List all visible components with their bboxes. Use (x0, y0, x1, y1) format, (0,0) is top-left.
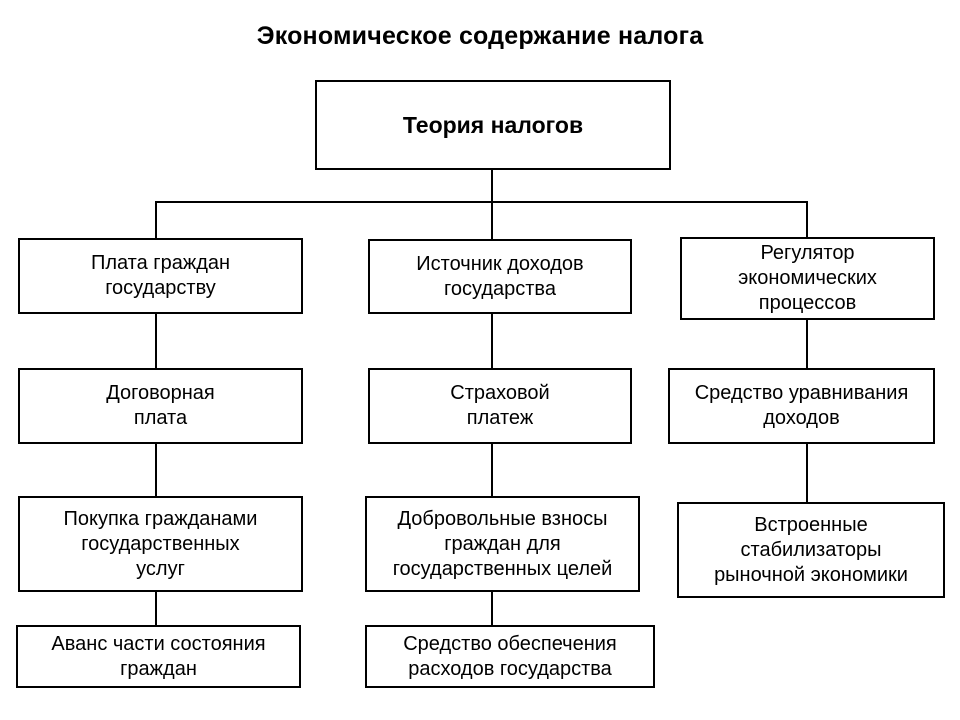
connector-left-1-to-2 (155, 314, 157, 368)
node-label: Источник доходов государства (416, 252, 584, 300)
node-middle-1[interactable]: Источник доходов государства (368, 239, 632, 314)
node-left-4[interactable]: Аванс части состояния граждан (16, 625, 301, 688)
connector-left-3-to-4 (155, 592, 157, 625)
node-left-1[interactable]: Плата граждан государству (18, 238, 303, 314)
node-label: Страховой платеж (450, 382, 550, 429)
node-right-1[interactable]: Регулятор экономических процессов (680, 237, 935, 320)
node-label: Регулятор экономических процессов (738, 242, 877, 314)
node-label: Покупка гражданами государственных услуг (63, 507, 258, 580)
node-label: Теория налогов (402, 111, 584, 138)
node-left-2[interactable]: Договорная плата (18, 368, 303, 444)
connector-root-stem (491, 170, 493, 203)
node-right-3[interactable]: Встроенные стабилизаторы рыночной эконом… (677, 502, 945, 598)
node-root-teoriya-nalogov[interactable]: Теория налогов (315, 80, 671, 170)
connector-bus (155, 201, 808, 203)
node-label: Добровольные взносы граждан для государс… (392, 507, 613, 580)
connector-bus-drop-middle (491, 201, 493, 239)
node-middle-4[interactable]: Средство обеспечения расходов государств… (365, 625, 655, 688)
node-label: Аванс части состояния граждан (51, 632, 266, 680)
node-label: Встроенные стабилизаторы рыночной эконом… (714, 513, 908, 586)
node-label: Плата граждан государству (90, 252, 231, 299)
page-title: Экономическое содержание налога (256, 22, 704, 50)
node-label: Средство обеспечения расходов государств… (403, 632, 617, 680)
node-left-3[interactable]: Покупка гражданами государственных услуг (18, 496, 303, 592)
node-middle-2[interactable]: Страховой платеж (368, 368, 632, 444)
connector-right-2-to-3 (806, 444, 808, 502)
connector-bus-drop-right (806, 201, 808, 237)
connector-middle-3-to-4 (491, 592, 493, 625)
connector-bus-drop-left (155, 201, 157, 239)
node-label: Средство уравнивания доходов (694, 382, 909, 429)
connector-left-2-to-3 (155, 444, 157, 496)
connector-right-1-to-2 (806, 320, 808, 368)
node-label: Договорная плата (106, 382, 215, 429)
node-right-2[interactable]: Средство уравнивания доходов (668, 368, 935, 444)
connector-middle-1-to-2 (491, 314, 493, 368)
connector-middle-2-to-3 (491, 444, 493, 496)
node-middle-3[interactable]: Добровольные взносы граждан для государс… (365, 496, 640, 592)
